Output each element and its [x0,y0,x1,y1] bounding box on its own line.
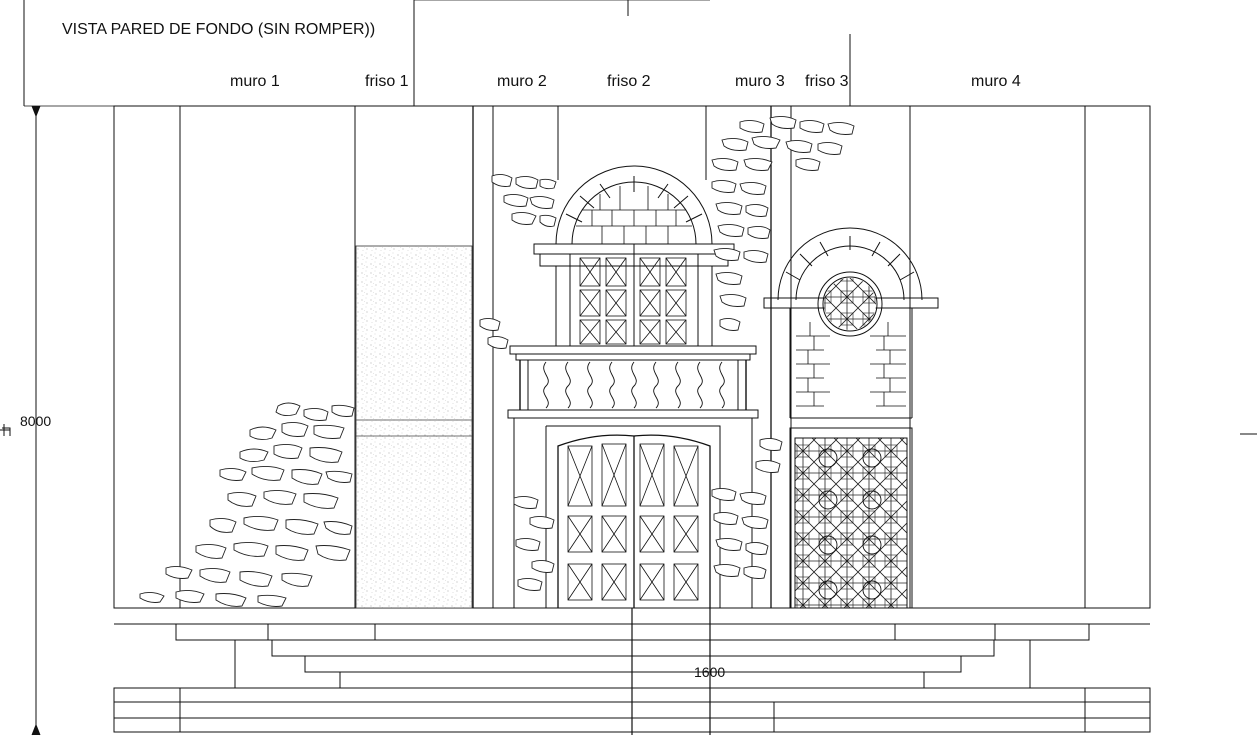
label-muro-2: muro 2 [497,73,547,90]
dimension-height: 8000 [20,413,51,429]
drawing-title: VISTA PARED DE FONDO (SIN ROMPER)) [62,21,375,38]
label-muro-4: muro 4 [971,73,1021,90]
stone-cluster-center-bottom [513,495,555,591]
label-muro-3: muro 3 [735,73,785,90]
label-friso-2: friso 2 [607,73,651,90]
wall-outline [113,105,1151,609]
friso1-texture [355,245,473,609]
dimension-width: 1600 [694,664,725,680]
base-plinth [113,608,1151,735]
main-double-door [557,434,711,608]
arched-window-upper [533,165,735,347]
rose-window-arch [763,227,939,419]
label-friso-3: friso 3 [805,73,849,90]
label-muro-1: muro 1 [230,73,280,90]
balcony-balustrade [507,345,759,608]
stone-cluster-left [139,402,355,607]
lattice-gate [789,427,913,609]
stone-cluster-center-top [479,173,557,349]
label-friso-1: friso 1 [365,73,409,90]
dimension-lines [0,105,1257,736]
stone-cluster-right [711,115,855,579]
